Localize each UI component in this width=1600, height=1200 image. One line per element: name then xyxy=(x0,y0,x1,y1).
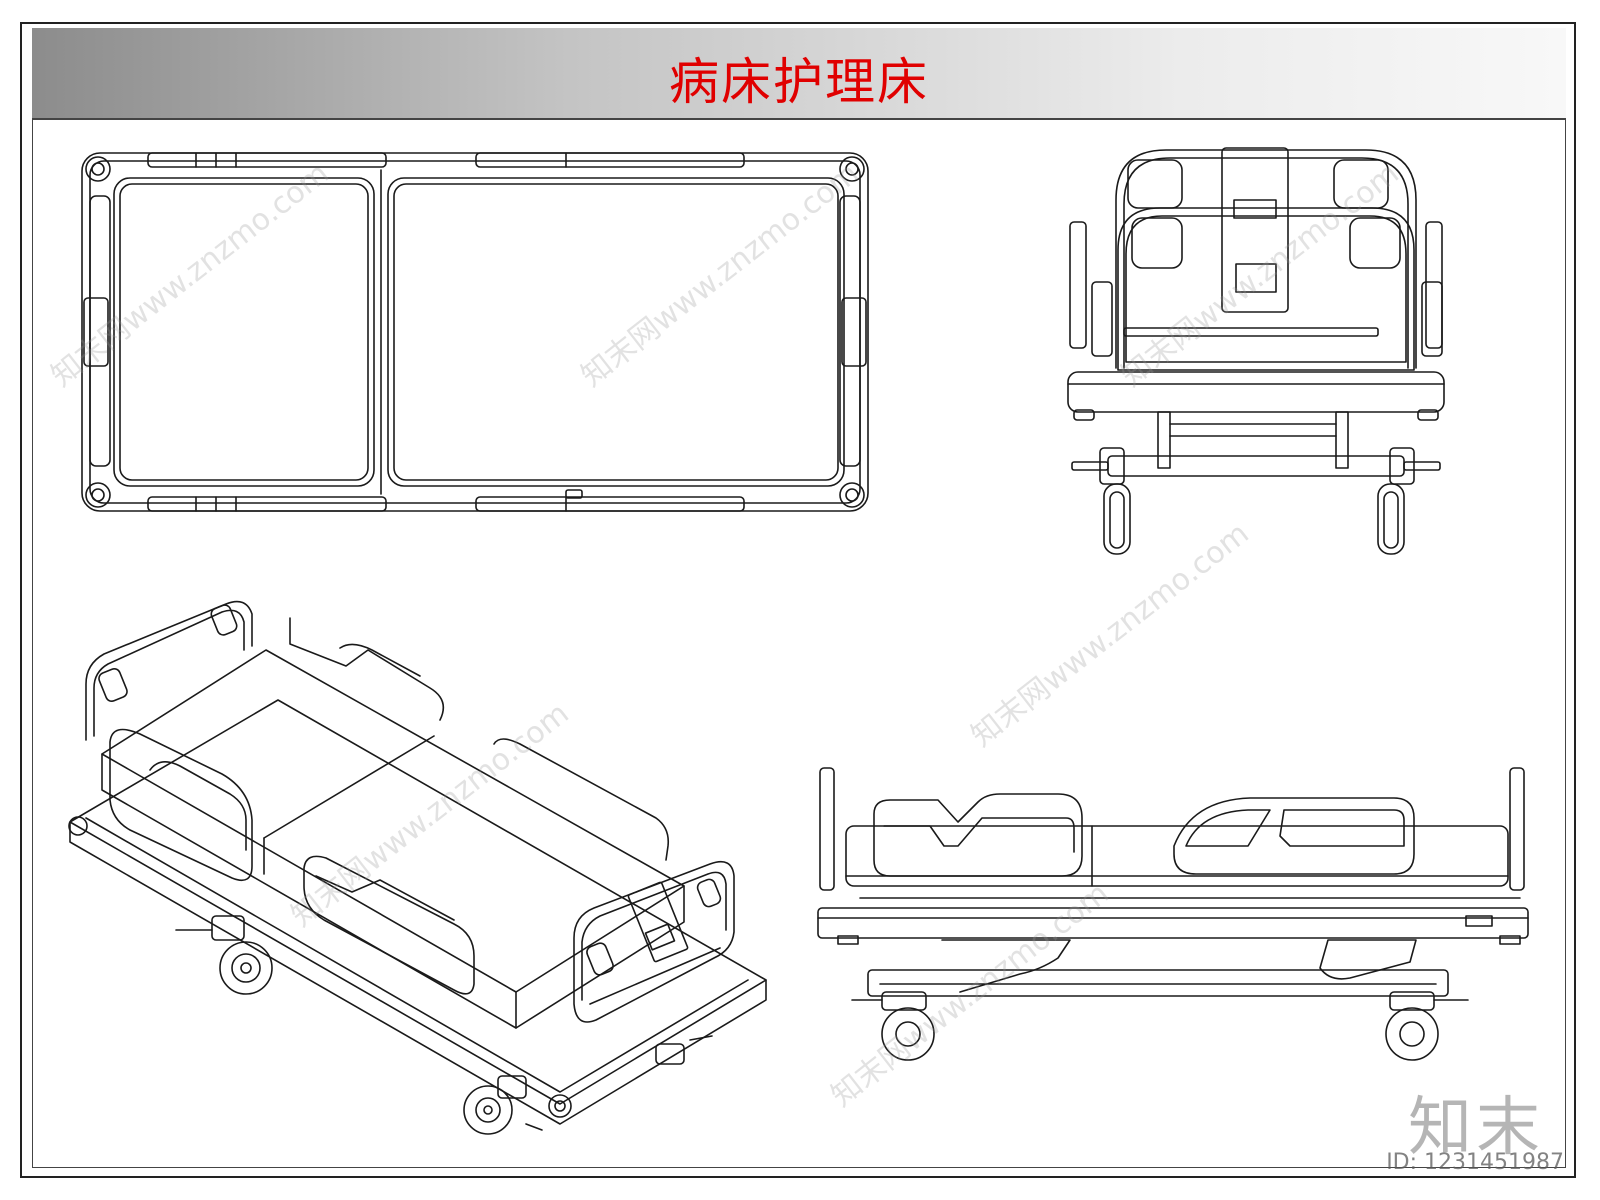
title-bar: 病床护理床 xyxy=(32,28,1566,120)
watermark-logo: 知末 xyxy=(1408,1091,1544,1165)
bed-top-view xyxy=(81,152,869,512)
drawing-area-frame xyxy=(32,118,1566,1168)
drawing-sheet-frame xyxy=(20,22,1576,1178)
watermark-id: ID: 1231451987 xyxy=(1386,1150,1564,1175)
page-title: 病床护理床 xyxy=(669,53,929,111)
bed-end-view xyxy=(1067,147,1445,555)
bed-side-view xyxy=(817,767,1529,1061)
bed-isometric-view xyxy=(68,600,767,1135)
